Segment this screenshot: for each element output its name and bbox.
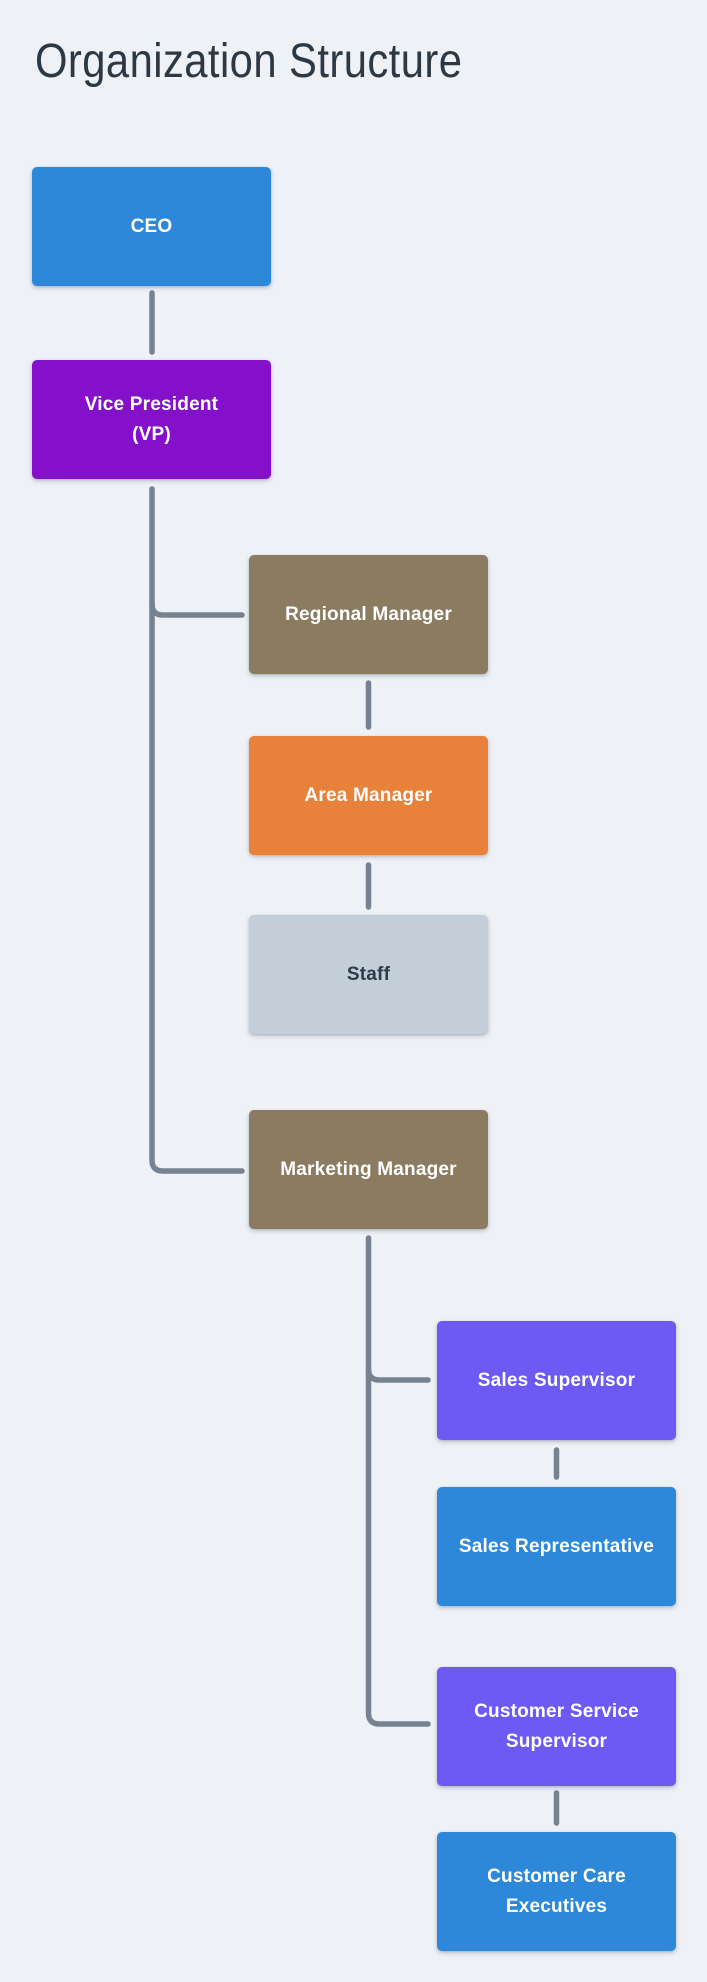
org-node-vice-president-label: Vice President (VP) — [84, 393, 219, 445]
org-node-area-manager[interactable]: Area Manager — [249, 736, 488, 855]
org-node-sales-supervisor-label: Sales Supervisor — [477, 1369, 636, 1391]
org-node-sales-supervisor[interactable]: Sales Supervisor — [437, 1321, 676, 1440]
org-node-staff[interactable]: Staff — [249, 915, 488, 1034]
page-title: Organization Structure — [35, 35, 463, 88]
org-node-regional-manager-label: Regional Manager — [285, 603, 452, 625]
org-node-customer-service-supervisor[interactable]: Customer Service Supervisor — [437, 1667, 676, 1786]
org-node-area-manager-label: Area Manager — [304, 784, 433, 806]
org-node-marketing-manager-label: Marketing Manager — [280, 1158, 457, 1180]
org-node-regional-manager[interactable]: Regional Manager — [249, 555, 488, 674]
connector-marketing-customer-service-supervisor — [365, 1235, 431, 1727]
org-node-staff-label: Staff — [346, 963, 391, 985]
org-node-ceo[interactable]: CEO — [32, 167, 271, 286]
org-node-customer-service-supervisor-label: Customer Service Supervisor — [474, 1700, 639, 1752]
connector-marketing-sales-supervisor — [365, 1366, 431, 1383]
connector-vp-marketing-manager — [149, 486, 245, 1174]
org-node-sales-representative[interactable]: Sales Representative — [437, 1487, 676, 1606]
org-node-ceo-label: CEO — [130, 215, 173, 237]
org-node-vice-president[interactable]: Vice President (VP) — [32, 360, 271, 479]
org-node-customer-care-executives[interactable]: Customer Care Executives — [437, 1832, 676, 1951]
org-node-customer-care-executives-label: Customer Care Executives — [487, 1865, 626, 1917]
org-node-sales-representative-label: Sales Representative — [458, 1535, 655, 1557]
connector-vp-regional-manager — [149, 601, 245, 618]
org-node-marketing-manager[interactable]: Marketing Manager — [249, 1110, 488, 1229]
